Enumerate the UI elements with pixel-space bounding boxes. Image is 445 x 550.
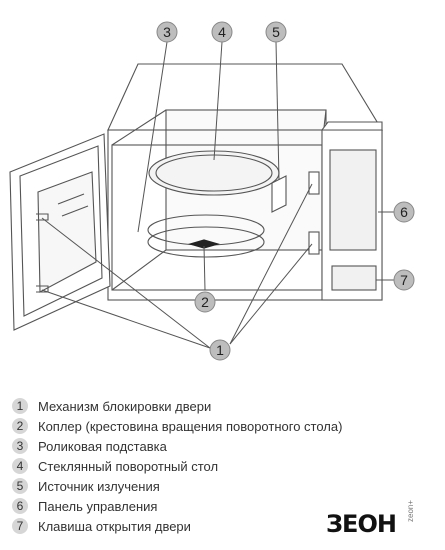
legend-number: 4 (12, 458, 28, 474)
legend-item: 2 Коплер (крестовина вращения поворотног… (12, 416, 422, 436)
legend-text: Клавиша открытия двери (38, 518, 191, 534)
legend-item: 1 Механизм блокировки двери (12, 396, 422, 416)
legend-item: 6 Панель управления (12, 496, 422, 516)
logo-wordmark: ЗЕОН (326, 510, 397, 538)
callout-7-label: 7 (400, 272, 408, 288)
door-open-key (331, 265, 377, 291)
legend-number: 1 (12, 398, 28, 414)
callout-4-label: 4 (218, 24, 226, 40)
legend-number: 6 (12, 498, 28, 514)
legend-text: Стеклянный поворотный стол (38, 458, 219, 474)
legend: 1 Механизм блокировки двери 2 Коплер (кр… (12, 396, 422, 536)
legend-text: Роликовая подставка (38, 438, 167, 454)
latch-slot-lower (308, 231, 320, 255)
door-window (37, 171, 97, 293)
callout-1-label: 1 (216, 342, 224, 358)
legend-item: 4 Стеклянный поворотный стол (12, 456, 422, 476)
legend-item: 3 Роликовая подставка (12, 436, 422, 456)
callout-6: 6 (393, 201, 415, 223)
legend-text: Источник излучения (38, 478, 160, 494)
callout-3: 3 (156, 21, 178, 43)
waveguide-cover (271, 175, 287, 213)
legend-item: 5 Источник излучения (12, 476, 422, 496)
callout-7: 7 (393, 269, 415, 291)
brand-logo: ЗЕОН zeon+ (326, 500, 438, 540)
legend-number: 3 (12, 438, 28, 454)
coupler (187, 239, 221, 249)
latch-slot-upper (308, 171, 320, 195)
control-display (329, 149, 377, 251)
callout-4: 4 (211, 21, 233, 43)
legend-number: 7 (12, 518, 28, 534)
callout-5-label: 5 (272, 24, 280, 40)
legend-text: Коплер (крестовина вращения поворотного … (38, 418, 343, 434)
callout-2: 2 (194, 291, 216, 313)
legend-number: 5 (12, 478, 28, 494)
callout-5: 5 (265, 21, 287, 43)
logo-subtext: zeon+ (406, 499, 415, 522)
microwave-diagram: 3 4 5 2 6 7 1 (9, 21, 415, 361)
callout-2-label: 2 (201, 294, 209, 310)
legend-item: 7 Клавиша открытия двери (12, 516, 422, 536)
callout-3-label: 3 (163, 24, 171, 40)
callout-1: 1 (209, 339, 231, 361)
legend-number: 2 (12, 418, 28, 434)
callout-6-label: 6 (400, 204, 408, 220)
legend-text: Механизм блокировки двери (38, 398, 212, 414)
legend-text: Панель управления (38, 498, 158, 514)
